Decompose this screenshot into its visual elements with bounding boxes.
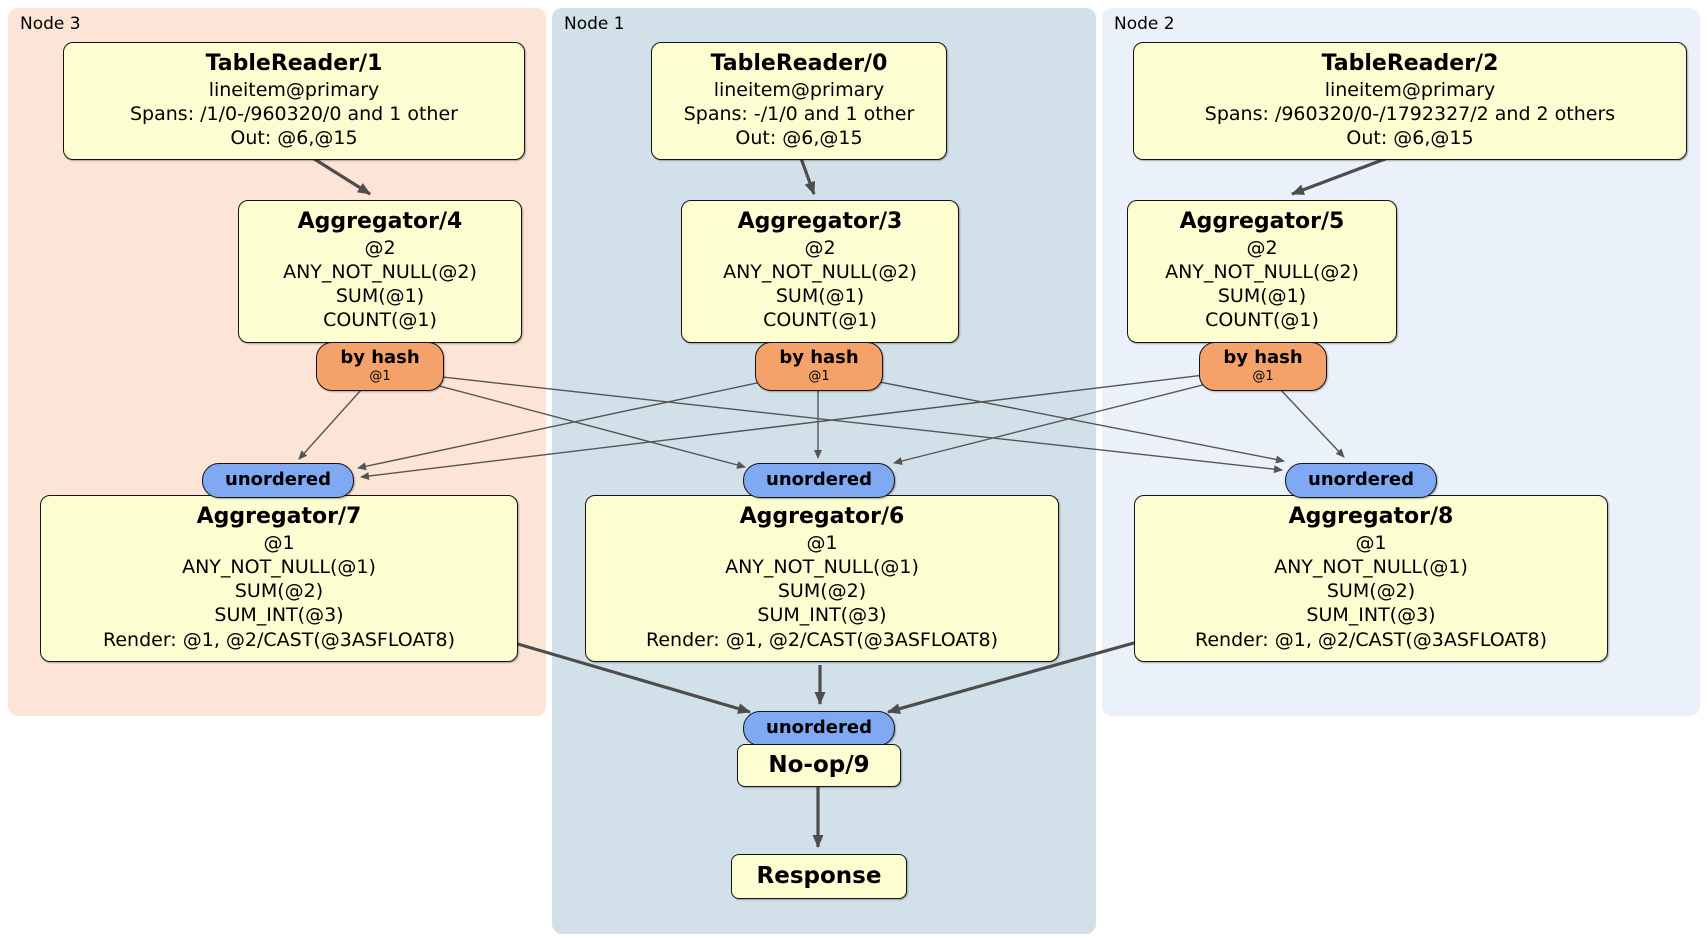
processor-line: SUM_INT(@3): [757, 604, 887, 627]
processor-line: SUM(@1): [775, 285, 865, 308]
sync-unordered-node2: unordered: [1285, 463, 1437, 498]
processor-title: Aggregator/8: [1288, 504, 1454, 529]
processor-title: TableReader/0: [710, 51, 888, 76]
processor-line: lineitem@primary: [208, 78, 380, 101]
processor-line: Out: @6,@15: [735, 127, 863, 150]
processor-line: ANY_NOT_NULL(@1): [182, 555, 376, 578]
processor-line: @1: [806, 531, 838, 554]
router-by-hash-node3: by hash @1: [316, 342, 444, 392]
processor-line: SUM_INT(@3): [1306, 604, 1436, 627]
processor-line: ANY_NOT_NULL(@2): [1165, 260, 1359, 283]
processor-tablereader-1: TableReader/1 lineitem@primary Spans: /1…: [63, 42, 525, 161]
processor-title: Aggregator/6: [739, 504, 905, 529]
processor-title: Aggregator/5: [1179, 209, 1345, 234]
processor-aggregator-7: Aggregator/7 @1 ANY_NOT_NULL(@1) SUM(@2)…: [40, 495, 518, 663]
processor-aggregator-3: Aggregator/3 @2 ANY_NOT_NULL(@2) SUM(@1)…: [681, 200, 959, 343]
processor-line: SUM_INT(@3): [214, 604, 344, 627]
sync-unordered-node3: unordered: [202, 463, 354, 498]
node-group-1-label: Node 1: [564, 14, 625, 34]
processor-line: Out: @6,@15: [230, 127, 358, 150]
processor-line: @1: [1355, 531, 1387, 554]
processor-line: @2: [364, 236, 396, 259]
processor-line: lineitem@primary: [713, 78, 885, 101]
response-box: Response: [731, 854, 907, 899]
processor-title: TableReader/2: [1321, 51, 1499, 76]
router-label: by hash: [340, 347, 420, 368]
processor-line: COUNT(@1): [323, 309, 437, 332]
processor-line: ANY_NOT_NULL(@2): [283, 260, 477, 283]
processor-line: Out: @6,@15: [1346, 127, 1474, 150]
processor-line: COUNT(@1): [763, 309, 877, 332]
router-key: @1: [369, 368, 391, 384]
processor-tablereader-0: TableReader/0 lineitem@primary Spans: -/…: [651, 42, 947, 161]
processor-line: Spans: /960320/0-/1792327/2 and 2 others: [1204, 102, 1616, 125]
processor-line: Spans: -/1/0 and 1 other: [683, 102, 915, 125]
processor-line: COUNT(@1): [1205, 309, 1319, 332]
processor-line: @1: [263, 531, 295, 554]
router-by-hash-node2: by hash @1: [1199, 342, 1327, 392]
processor-line: SUM(@1): [335, 285, 425, 308]
router-key: @1: [1252, 368, 1274, 384]
processor-aggregator-6: Aggregator/6 @1 ANY_NOT_NULL(@1) SUM(@2)…: [585, 495, 1059, 663]
processor-title: Aggregator/4: [297, 209, 463, 234]
processor-title: Aggregator/3: [737, 209, 903, 234]
processor-line: ANY_NOT_NULL(@1): [1274, 555, 1468, 578]
processor-line: Spans: /1/0-/960320/0 and 1 other: [130, 102, 458, 125]
processor-line: ANY_NOT_NULL(@2): [723, 260, 917, 283]
processor-line: SUM(@1): [1217, 285, 1307, 308]
processor-aggregator-8: Aggregator/8 @1 ANY_NOT_NULL(@1) SUM(@2)…: [1134, 495, 1608, 663]
processor-title: TableReader/1: [205, 51, 383, 76]
processor-line: @2: [804, 236, 836, 259]
processor-title: Aggregator/7: [196, 504, 362, 529]
sync-unordered-node1: unordered: [743, 463, 895, 498]
processor-tablereader-2: TableReader/2 lineitem@primary Spans: /9…: [1133, 42, 1687, 161]
processor-line: ANY_NOT_NULL(@1): [725, 555, 919, 578]
processor-aggregator-5: Aggregator/5 @2 ANY_NOT_NULL(@2) SUM(@1)…: [1127, 200, 1397, 343]
processor-line: @2: [1246, 236, 1278, 259]
processor-line: Render: @1, @2/CAST(@3ASFLOAT8): [103, 628, 455, 651]
node-group-3-label: Node 3: [20, 14, 81, 34]
processor-line: SUM(@2): [1326, 580, 1416, 603]
router-label: by hash: [779, 347, 859, 368]
router-key: @1: [808, 368, 830, 384]
router-label: by hash: [1223, 347, 1303, 368]
router-by-hash-node1: by hash @1: [755, 342, 883, 392]
processor-line: lineitem@primary: [1324, 78, 1496, 101]
processor-line: Render: @1, @2/CAST(@3ASFLOAT8): [646, 628, 998, 651]
processor-aggregator-4: Aggregator/4 @2 ANY_NOT_NULL(@2) SUM(@1)…: [238, 200, 522, 343]
node-group-2-label: Node 2: [1114, 14, 1175, 34]
processor-line: SUM(@2): [777, 580, 867, 603]
processor-line: SUM(@2): [234, 580, 324, 603]
processor-noop-9: No-op/9: [737, 744, 901, 787]
processor-line: Render: @1, @2/CAST(@3ASFLOAT8): [1195, 628, 1547, 651]
sync-unordered-final: unordered: [743, 711, 895, 746]
